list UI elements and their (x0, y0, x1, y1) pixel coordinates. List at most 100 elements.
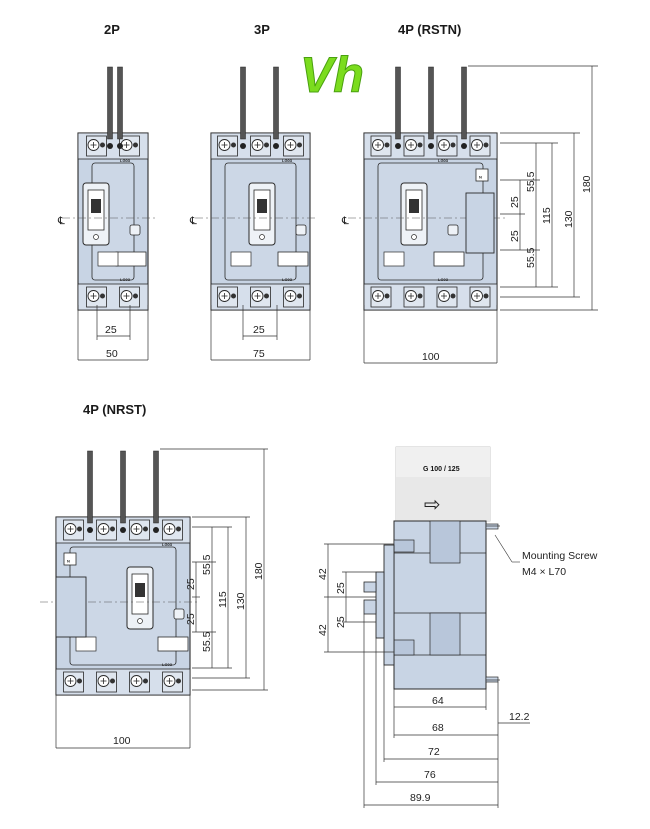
dim-4p-rstn-130: 130 (563, 210, 575, 228)
wire (120, 450, 126, 524)
wire (153, 450, 159, 524)
n-badge-label: N (479, 175, 482, 180)
rating-label-box (277, 251, 309, 267)
accessory-box (383, 251, 405, 267)
dim-4p-rstn-180: 180 (581, 175, 593, 193)
terminal-label: LG03 (282, 158, 293, 163)
top-terminal-hole (143, 526, 148, 532)
terminal-label: LG03 (438, 158, 449, 163)
top-terminal-hole (110, 526, 115, 532)
bottom-terminal-hole (143, 678, 148, 684)
bottom-terminal-hole (133, 293, 138, 299)
terminal-label: LG03 (162, 542, 173, 547)
dim-side-76: 76 (424, 769, 436, 781)
top-terminal-hole (264, 142, 269, 148)
side-view (363, 446, 500, 690)
handle-pin (93, 234, 99, 240)
handle-pin (137, 618, 143, 624)
accessory-box (230, 251, 252, 267)
top-terminal-hole (176, 526, 181, 532)
bottom-terminal-hole (176, 678, 181, 684)
bottom-terminal-hole (231, 293, 236, 299)
bottom-terminal-hole (110, 678, 115, 684)
bottom-terminal-hole (297, 293, 302, 299)
heading-2p: 2P (104, 22, 120, 37)
dim-2p-pitch: 25 (105, 324, 117, 336)
wire (428, 66, 434, 140)
dim-4p-nrst-25-bottom: 25 (185, 613, 197, 625)
dim-3p-pitch: 25 (253, 324, 265, 336)
wire (273, 66, 279, 140)
handle-toggle (409, 199, 419, 213)
dim-side-42-bottom: 42 (317, 624, 329, 636)
handle-toggle (135, 583, 145, 597)
rating-label-box (157, 636, 189, 652)
rating-label-box (433, 251, 465, 267)
dim-4p-rstn-115: 115 (541, 207, 553, 224)
dim-4p-nrst-width: 100 (113, 735, 131, 747)
bottom-terminal-hole (77, 678, 82, 684)
dimensions-side (324, 543, 530, 808)
dim-side-68: 68 (432, 722, 444, 734)
n-badge-label: N (67, 559, 70, 564)
dim-3p-width: 75 (253, 348, 265, 360)
top-terminal-hole (483, 142, 489, 148)
dim-4p-nrst-55-5-top: 55.5 (201, 554, 213, 575)
wire-end (395, 143, 401, 149)
terminal-label: LG03 (120, 158, 131, 163)
wire (240, 66, 246, 140)
dim-4p-rstn-55-5-top: 55.5 (525, 171, 537, 192)
test-button (295, 224, 307, 236)
dimensions-4p-nrst (55, 448, 268, 749)
terminal-label: LG03 (120, 277, 131, 282)
dim-4p-nrst-25-top: 25 (185, 578, 197, 590)
wire-end (153, 527, 159, 533)
bottom-terminal-hole (450, 293, 456, 299)
wire-end (117, 143, 123, 149)
top-terminal-hole (450, 142, 456, 148)
wire-end (240, 143, 246, 149)
dim-4p-rstn-width: 100 (422, 351, 440, 363)
wire (107, 66, 113, 140)
terminal-label: LG03 (282, 277, 293, 282)
test-button (173, 608, 185, 620)
handle-pin (411, 234, 417, 240)
dim-side-25-top: 25 (335, 582, 347, 594)
wire-end (120, 527, 126, 533)
arrow-right-icon: ⇨ (424, 492, 441, 516)
dim-side-12-2: 12.2 (509, 711, 530, 723)
dim-side-25-bottom: 25 (335, 616, 347, 628)
n-badge (475, 168, 489, 182)
rating-label-box (115, 251, 147, 267)
handle-toggle (91, 199, 101, 213)
bottom-terminal-hole (417, 293, 423, 299)
dim-side-89-9: 89.9 (410, 792, 431, 804)
side-plate-label: G 100 / 125 (423, 466, 460, 473)
dimensions-3p (210, 305, 311, 361)
bottom-terminal-hole (384, 293, 390, 299)
terminal-label: LG03 (438, 277, 449, 282)
wire-end (461, 143, 467, 149)
bottom-terminal-hole (264, 293, 269, 299)
dim-4p-rstn-25-bottom: 25 (509, 230, 521, 242)
dim-4p-nrst-115: 115 (217, 591, 229, 608)
bottom-terminal-hole (483, 293, 489, 299)
centerline-symbol-2p: ℄ (57, 215, 65, 227)
top-terminal-hole (417, 142, 423, 148)
handle-toggle (257, 199, 267, 213)
wire (395, 66, 401, 140)
dim-2p-width: 50 (106, 348, 118, 360)
wire-end (107, 143, 113, 149)
neutral-block (55, 576, 87, 638)
terminal-label: LG03 (162, 662, 173, 667)
wire-end (87, 527, 93, 533)
mounting-screw-spec: M4 × L70 (522, 566, 566, 578)
dim-4p-nrst-55-5-bottom: 55.5 (201, 631, 213, 652)
top-terminal-hole (77, 526, 82, 532)
centerline-symbol-3p: ℄ (189, 215, 197, 227)
logo-text: Vh (300, 47, 364, 103)
wire (117, 66, 123, 140)
